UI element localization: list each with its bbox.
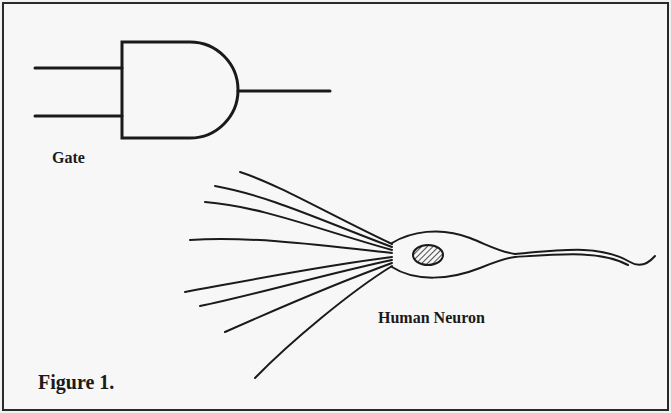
and-gate-symbol bbox=[35, 42, 330, 138]
figure-frame bbox=[3, 3, 668, 410]
neuron-label: Human Neuron bbox=[378, 309, 485, 327]
neuron-drawing bbox=[185, 172, 655, 378]
figure-caption: Figure 1. bbox=[38, 371, 114, 394]
gate-label: Gate bbox=[52, 149, 85, 167]
